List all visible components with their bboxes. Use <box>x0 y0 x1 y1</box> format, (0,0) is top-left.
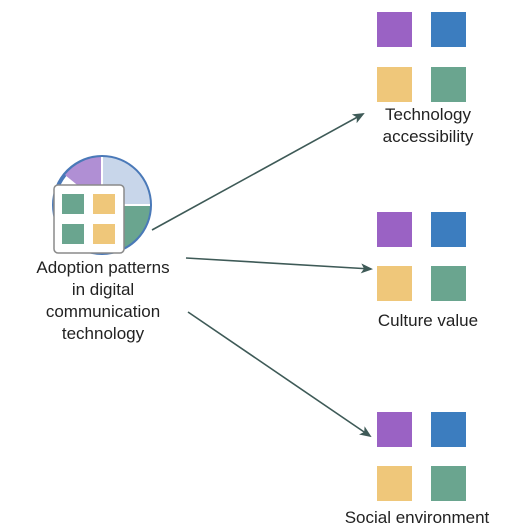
square-green-icon <box>431 266 466 301</box>
source-node-icon[interactable] <box>52 155 152 255</box>
square-green-icon <box>431 67 466 102</box>
square-yellow-icon <box>377 266 412 301</box>
square-green-icon <box>431 466 466 501</box>
square-purple-icon <box>377 12 412 47</box>
square-purple-icon <box>377 212 412 247</box>
arrow-to-technology <box>151 113 365 231</box>
source-node-label: Adoption patterns in digital communicati… <box>36 258 170 343</box>
square-blue-icon <box>431 212 466 247</box>
square-green-icon <box>62 224 84 244</box>
target-node-icon-culture[interactable] <box>377 212 466 301</box>
square-blue-icon <box>431 12 466 47</box>
arrow-to-culture <box>185 257 373 274</box>
target-node-icon-technology[interactable] <box>377 12 466 102</box>
square-yellow-icon <box>377 466 412 501</box>
square-yellow-icon <box>93 194 115 214</box>
square-yellow-icon <box>377 67 412 102</box>
square-yellow-icon <box>93 224 115 244</box>
target-node-label-culture: Culture value <box>377 311 479 330</box>
square-purple-icon <box>377 412 412 447</box>
square-green-icon <box>62 194 84 214</box>
target-node-label-technology: Technology accessibility <box>382 105 474 146</box>
target-node-icon-social[interactable] <box>377 412 466 501</box>
arrow-to-social <box>187 311 372 438</box>
square-blue-icon <box>431 412 466 447</box>
target-node-label-social: Social environment <box>344 508 490 527</box>
